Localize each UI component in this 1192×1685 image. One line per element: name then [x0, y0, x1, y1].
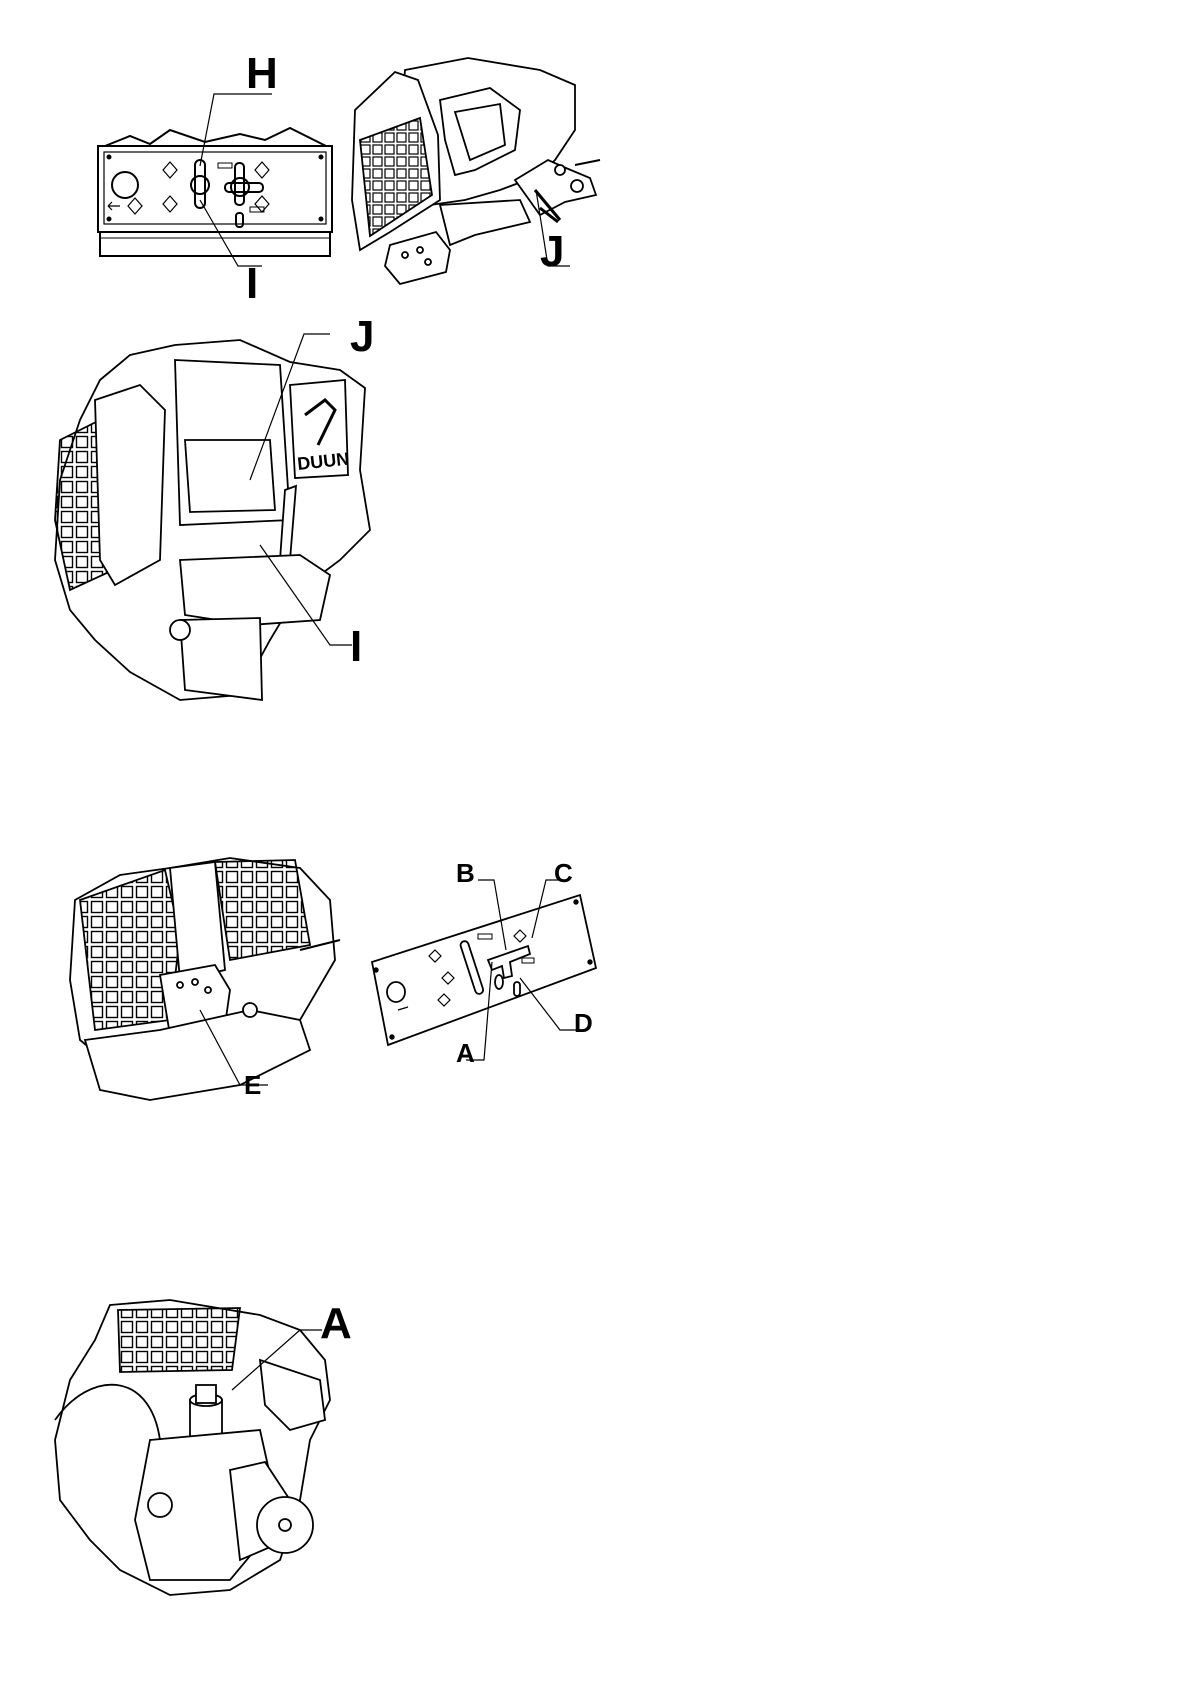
callout-a-fig6: A — [320, 1302, 352, 1346]
callout-j: J — [540, 230, 564, 274]
machine-drawing-4 — [70, 858, 340, 1100]
callout-h: H — [246, 52, 278, 96]
callout-j-fig3: J — [350, 315, 374, 359]
machine-drawing-6 — [55, 1300, 330, 1595]
machine-drawing-3 — [55, 334, 370, 700]
callout-c: C — [554, 860, 573, 886]
panel-drawing-5 — [372, 880, 596, 1060]
callout-i-fig3: I — [350, 625, 362, 669]
callout-d: D — [574, 1010, 593, 1036]
callout-a: A — [456, 1040, 475, 1066]
logo-text: DUUN — [296, 449, 350, 474]
callout-i: I — [246, 262, 258, 306]
duun-logo — [305, 400, 335, 445]
callout-e: E — [244, 1072, 261, 1098]
panel-drawing — [98, 94, 332, 266]
callout-b: B — [456, 860, 475, 886]
